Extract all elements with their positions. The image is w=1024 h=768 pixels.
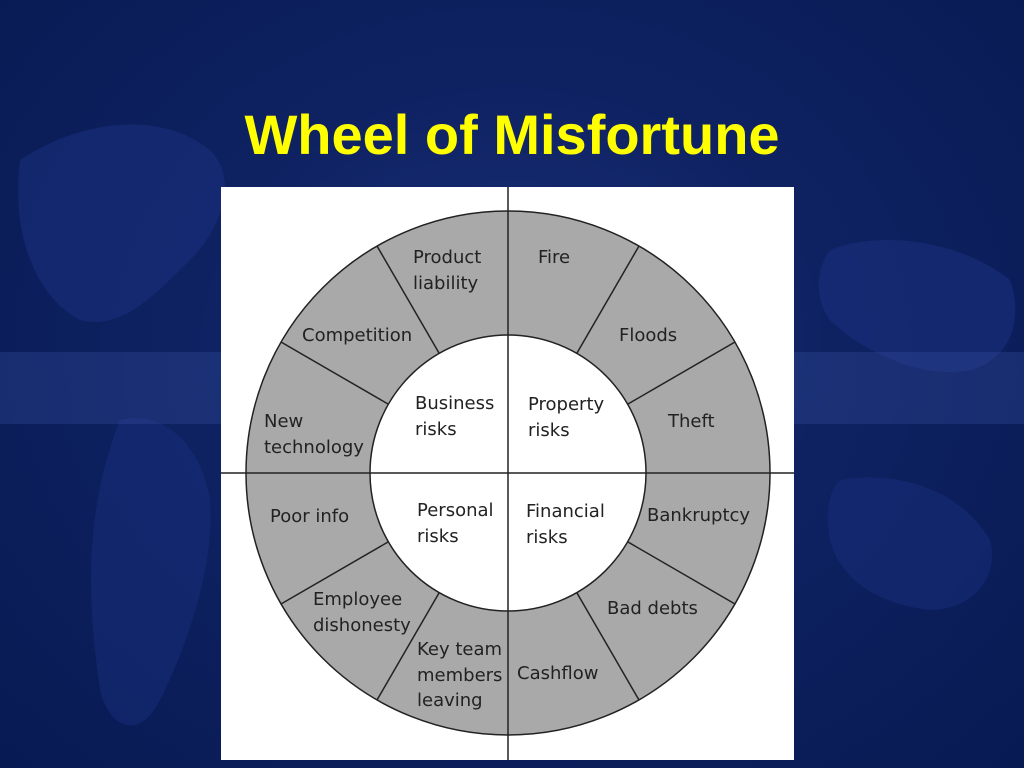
segment-fire: Fire — [538, 247, 570, 268]
quadrant-personal-line2: risks — [417, 526, 459, 547]
segment-key-team-line3: leaving — [417, 690, 483, 711]
segment-cashflow: Cashflow — [517, 663, 598, 684]
segment-new-technology-line2: technology — [264, 437, 364, 458]
segment-dividers — [280, 245, 736, 701]
quadrant-financial-line2: risks — [526, 527, 568, 548]
segment-floods: Floods — [619, 325, 677, 346]
segment-competition: Competition — [302, 325, 412, 346]
segment-new-technology-line1: New — [264, 411, 303, 432]
quadrant-property-line1: Property — [528, 394, 605, 415]
wheel-svg: Business risks Property risks Personal r… — [221, 187, 794, 760]
segment-key-team-line2: members — [417, 665, 502, 686]
quadrant-business-line2: risks — [415, 419, 457, 440]
segment-employee-dishonesty-line2: dishonesty — [313, 615, 411, 636]
segment-bankruptcy: Bankruptcy — [647, 505, 750, 526]
segment-product-liability-line1: Product — [413, 247, 481, 268]
segment-key-team-line1: Key team — [417, 639, 502, 660]
quadrant-business-line1: Business — [415, 393, 494, 414]
segment-employee-dishonesty-line1: Employee — [313, 589, 402, 610]
segment-poor-info: Poor info — [270, 506, 349, 527]
wheel-diagram: Business risks Property risks Personal r… — [221, 187, 794, 760]
slide-title: Wheel of Misfortune — [244, 103, 780, 166]
segment-theft: Theft — [667, 411, 715, 432]
quadrant-personal-line1: Personal — [417, 500, 494, 521]
quadrant-property-line2: risks — [528, 420, 570, 441]
quadrant-financial-line1: Financial — [526, 501, 605, 522]
segment-bad-debts: Bad debts — [607, 598, 698, 619]
segment-product-liability-line2: liability — [413, 273, 479, 294]
